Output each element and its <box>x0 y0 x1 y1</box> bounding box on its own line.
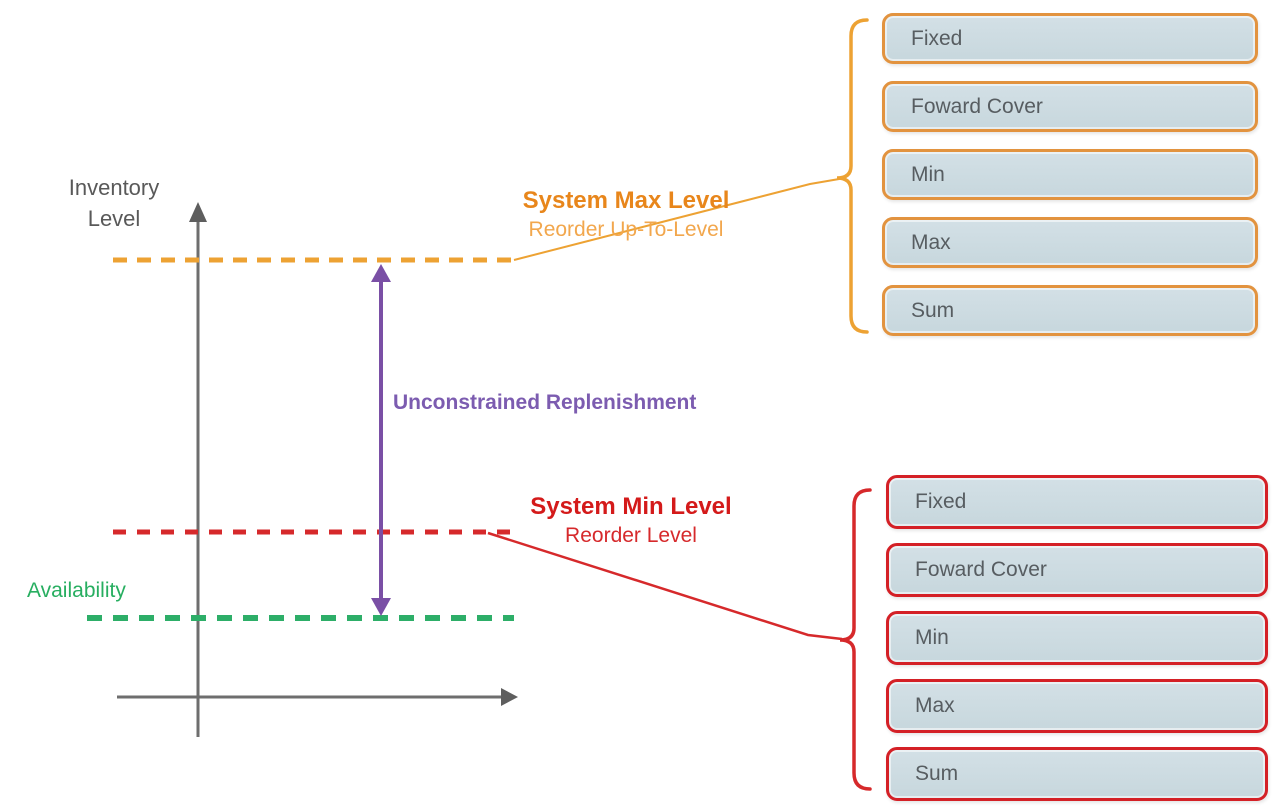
option-box-foward-cover: Foward Cover <box>886 543 1268 597</box>
system-min-options-panel: Fixed Foward Cover Min Max Sum <box>886 475 1268 801</box>
system-min-subtitle: Reorder Level <box>565 524 697 547</box>
replenishment-label: Unconstrained Replenishment <box>393 391 697 414</box>
y-axis-label-line2: Level <box>87 206 141 232</box>
system-min-label: System Min Level Reorder Level <box>503 493 759 548</box>
availability-label: Availability <box>27 579 126 602</box>
option-box-foward-cover: Foward Cover <box>882 81 1258 132</box>
replenishment-arrow-down-icon <box>371 598 391 616</box>
option-box-label: Sum <box>915 762 959 785</box>
option-box-label: Sum <box>911 298 955 322</box>
option-box-sum: Sum <box>886 747 1268 801</box>
option-box-fixed: Fixed <box>886 475 1268 529</box>
option-box-sum: Sum <box>882 285 1258 336</box>
option-box-label: Max <box>915 694 955 717</box>
system-max-subtitle: Reorder Up-To-Level <box>528 218 724 241</box>
option-box-min: Min <box>886 611 1268 665</box>
system-min-title: System Min Level <box>530 493 732 520</box>
system-min-brace <box>839 488 872 791</box>
option-box-label: Fixed <box>915 490 967 513</box>
x-axis-arrow-icon <box>501 688 518 706</box>
y-axis-arrow-icon <box>189 202 207 222</box>
option-box-label: Foward Cover <box>915 558 1047 581</box>
option-box-fixed: Fixed <box>882 13 1258 64</box>
option-box-label: Min <box>915 626 949 649</box>
replenishment-arrow-up-icon <box>371 264 391 282</box>
option-box-max: Max <box>882 217 1258 268</box>
system-max-connector-line <box>513 177 846 261</box>
option-box-label: Min <box>911 162 945 186</box>
option-box-min: Min <box>882 149 1258 200</box>
system-max-label: System Max Level Reorder Up-To-Level <box>498 187 754 242</box>
option-box-label: Max <box>911 230 951 254</box>
option-box-label: Foward Cover <box>911 94 1043 118</box>
option-box-max: Max <box>886 679 1268 733</box>
y-axis-label-line1: Inventory <box>68 175 160 200</box>
y-axis-label: Inventory Level <box>38 172 190 234</box>
system-max-title: System Max Level <box>522 187 730 214</box>
system-max-brace <box>836 18 869 334</box>
option-box-label: Fixed <box>911 26 963 50</box>
system-min-connector-line <box>487 531 843 641</box>
system-max-options-panel: Fixed Foward Cover Min Max Sum <box>882 13 1258 336</box>
